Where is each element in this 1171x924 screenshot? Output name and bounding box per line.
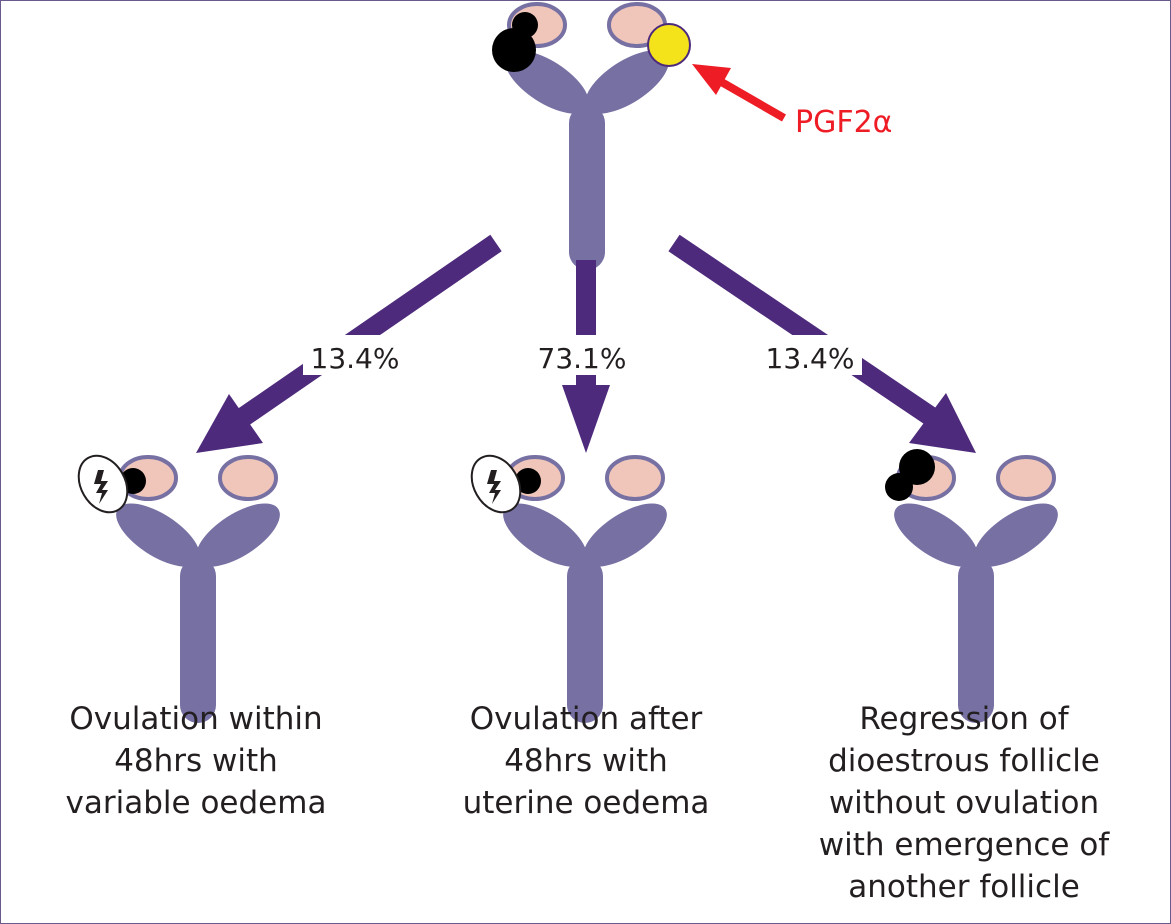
regressing-follicle-icon — [885, 449, 935, 501]
percent-labels: 13.4% 73.1% 13.4% — [303, 335, 862, 375]
top-uterus-icon — [492, 4, 691, 270]
pgf-arrow — [692, 64, 786, 122]
caption-right: Regression of dioestrous follicle withou… — [818, 701, 1110, 905]
caption-left: Ovulation within 48hrs with variable oed… — [65, 701, 327, 821]
arrow-left — [236, 234, 502, 427]
outcome-center-uterus-icon — [460, 446, 677, 723]
outcome-right-uterus-icon — [884, 449, 1067, 723]
arrow-right — [668, 234, 939, 427]
percent-left: 13.4% — [311, 342, 400, 375]
corpus-luteum-icon — [647, 23, 691, 67]
pgf-label: PGF2α — [795, 105, 892, 140]
outcome-left-uterus-icon — [67, 446, 290, 723]
caption-center: Ovulation after 48hrs with uterine oedem… — [462, 701, 710, 821]
secondary-follicle-icon — [512, 12, 538, 38]
dominant-follicle-icon — [492, 28, 536, 72]
percent-right: 13.4% — [766, 342, 855, 375]
branch-arrows — [196, 234, 976, 453]
percent-center: 73.1% — [538, 342, 627, 375]
